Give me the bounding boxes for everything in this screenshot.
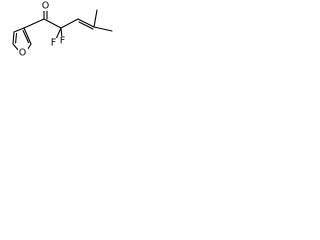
carbonyl-oxygen-label: O xyxy=(42,1,49,12)
fluorine-upper-label: F xyxy=(60,36,65,47)
bond-c3-c4 xyxy=(13,27,25,33)
bond-carbonyl-cf2 xyxy=(43,18,62,29)
molecule-diagram: O O F F xyxy=(12,1,113,59)
bond-cf2-f-lower xyxy=(55,27,62,40)
furan-oxygen-label: O xyxy=(19,48,26,59)
bond-ch-c-2 xyxy=(78,21,94,30)
bond-c4-c5-inner xyxy=(15,32,18,44)
bond-ch-c-1 xyxy=(77,18,95,28)
bond-c-methyl-upper xyxy=(93,9,98,28)
structure-canvas: O O F F xyxy=(0,0,117,67)
fluorine-lower-label: F xyxy=(51,38,56,49)
side-chain xyxy=(23,8,113,40)
bond-c2-c3-inner xyxy=(22,29,30,44)
bond-c2-c3 xyxy=(23,27,32,45)
bond-c-methyl-right xyxy=(93,26,113,32)
bond-c4-c5 xyxy=(12,31,15,45)
bond-ring-carbonyl xyxy=(23,18,45,29)
bond-cf2-ch xyxy=(60,18,79,29)
